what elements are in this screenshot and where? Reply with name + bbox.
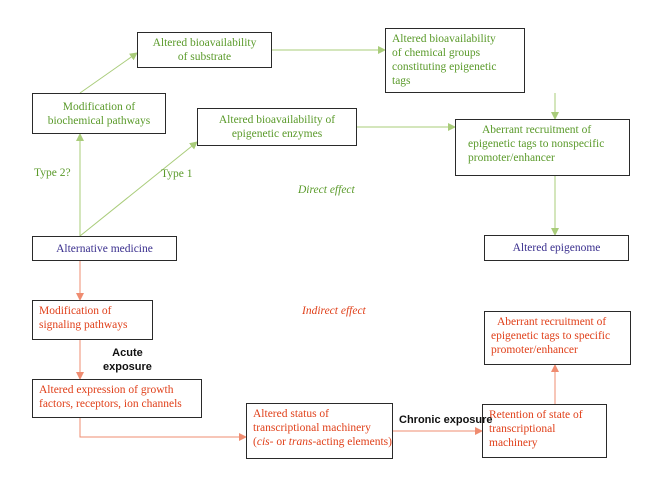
box-biochemical-line2: biochemical pathways bbox=[47, 114, 151, 127]
box-chemical-line2: of chemical groups bbox=[392, 47, 481, 59]
box-alternative-medicine-label: Alternative medicine bbox=[56, 242, 153, 255]
box-chemical-line3: constituting epigenetic bbox=[392, 61, 497, 73]
box-specific-recruitment: Aberrant recruitment of epigenetic tags … bbox=[484, 311, 631, 365]
box-transcriptional-status: Altered status of transcriptional machin… bbox=[246, 403, 393, 459]
label-direct-effect: Direct effect bbox=[298, 184, 355, 196]
box-altered-epigenome: Altered epigenome bbox=[484, 235, 629, 261]
box-nonspecific-recruitment: Aberrant recruitment of epigenetic tags … bbox=[455, 119, 630, 176]
label-indirect-effect: Indirect effect bbox=[302, 305, 366, 317]
box-specific-line3: promoter/enhancer bbox=[491, 344, 578, 356]
box-enzymes-line1: Altered bioavailability of bbox=[218, 114, 336, 126]
box-chemical-line4: tags bbox=[392, 75, 411, 87]
box-chemical-line1: Altered bioavailability bbox=[392, 33, 496, 45]
box-altered-epigenome-label: Altered epigenome bbox=[512, 242, 601, 254]
box-altered-substrate: Altered bioavailability of substrate bbox=[137, 32, 272, 68]
or-word: or bbox=[273, 436, 289, 448]
box-retention-line1: Retention of state of bbox=[489, 409, 583, 421]
box-signaling-line2: signaling pathways bbox=[39, 319, 128, 331]
box-altered-substrate-line1: Altered bioavailability bbox=[152, 37, 257, 49]
label-type-1: Type 1 bbox=[161, 168, 193, 180]
acting-elements: acting elements) bbox=[316, 436, 392, 448]
box-nonspecific-line2: epigenetic tags to nonspecific bbox=[468, 138, 605, 150]
box-specific-line2: epigenetic tags to specific bbox=[491, 330, 611, 342]
box-signaling-line1: Modification of bbox=[39, 305, 112, 317]
paren-open: ( bbox=[253, 436, 257, 448]
label-chronic-exposure: Chronic exposure bbox=[399, 414, 493, 426]
box-retention-line3: machinery bbox=[489, 437, 538, 449]
box-altered-chemical-groups: Altered bioavailability of chemical grou… bbox=[385, 28, 525, 93]
box-growth-factors: Altered expression of growth factors, re… bbox=[32, 379, 202, 418]
trans-term: trans- bbox=[288, 436, 317, 448]
box-epigenetic-enzymes: Altered bioavailability of epigenetic en… bbox=[197, 108, 357, 146]
arrow-biochemical-to-substrate bbox=[79, 52, 138, 94]
arrow-growth-to-transcription bbox=[79, 418, 247, 441]
box-altered-substrate-line2: of substrate bbox=[177, 51, 232, 63]
label-acute-line2: exposure bbox=[103, 361, 152, 373]
label-acute-exposure: Acute exposure bbox=[103, 346, 152, 374]
box-biochemical-line1: Modification of bbox=[62, 100, 136, 113]
box-transcription-line1: Altered status of bbox=[253, 408, 330, 420]
box-growth-line1: Altered expression of growth bbox=[39, 384, 174, 396]
box-specific-line1: Aberrant recruitment of bbox=[497, 316, 607, 328]
box-alternative-medicine: Alternative medicine bbox=[32, 236, 177, 261]
box-nonspecific-line1: Aberrant recruitment of bbox=[482, 124, 592, 136]
label-acute-line1: Acute bbox=[112, 347, 143, 359]
box-nonspecific-line3: promoter/enhancer bbox=[468, 152, 555, 164]
box-signaling-pathways: Modification of signaling pathways bbox=[32, 300, 153, 340]
label-type-2: Type 2? bbox=[34, 167, 71, 179]
arrow-altmed-to-enzymes bbox=[79, 141, 198, 237]
box-growth-line2: factors, receptors, ion channels bbox=[39, 398, 182, 410]
cis-term: cis- bbox=[256, 436, 274, 448]
box-biochemical-pathways: Modification of biochemical pathways bbox=[32, 93, 166, 134]
box-enzymes-line2: epigenetic enzymes bbox=[231, 128, 323, 140]
box-retention-line2: transcriptional bbox=[489, 423, 556, 435]
box-retention-state: Retention of state of transcriptional ma… bbox=[482, 404, 607, 458]
box-transcription-line2: transcriptional machinery bbox=[253, 422, 371, 434]
box-transcription-line3: (cis- or trans-acting elements) bbox=[253, 435, 392, 449]
